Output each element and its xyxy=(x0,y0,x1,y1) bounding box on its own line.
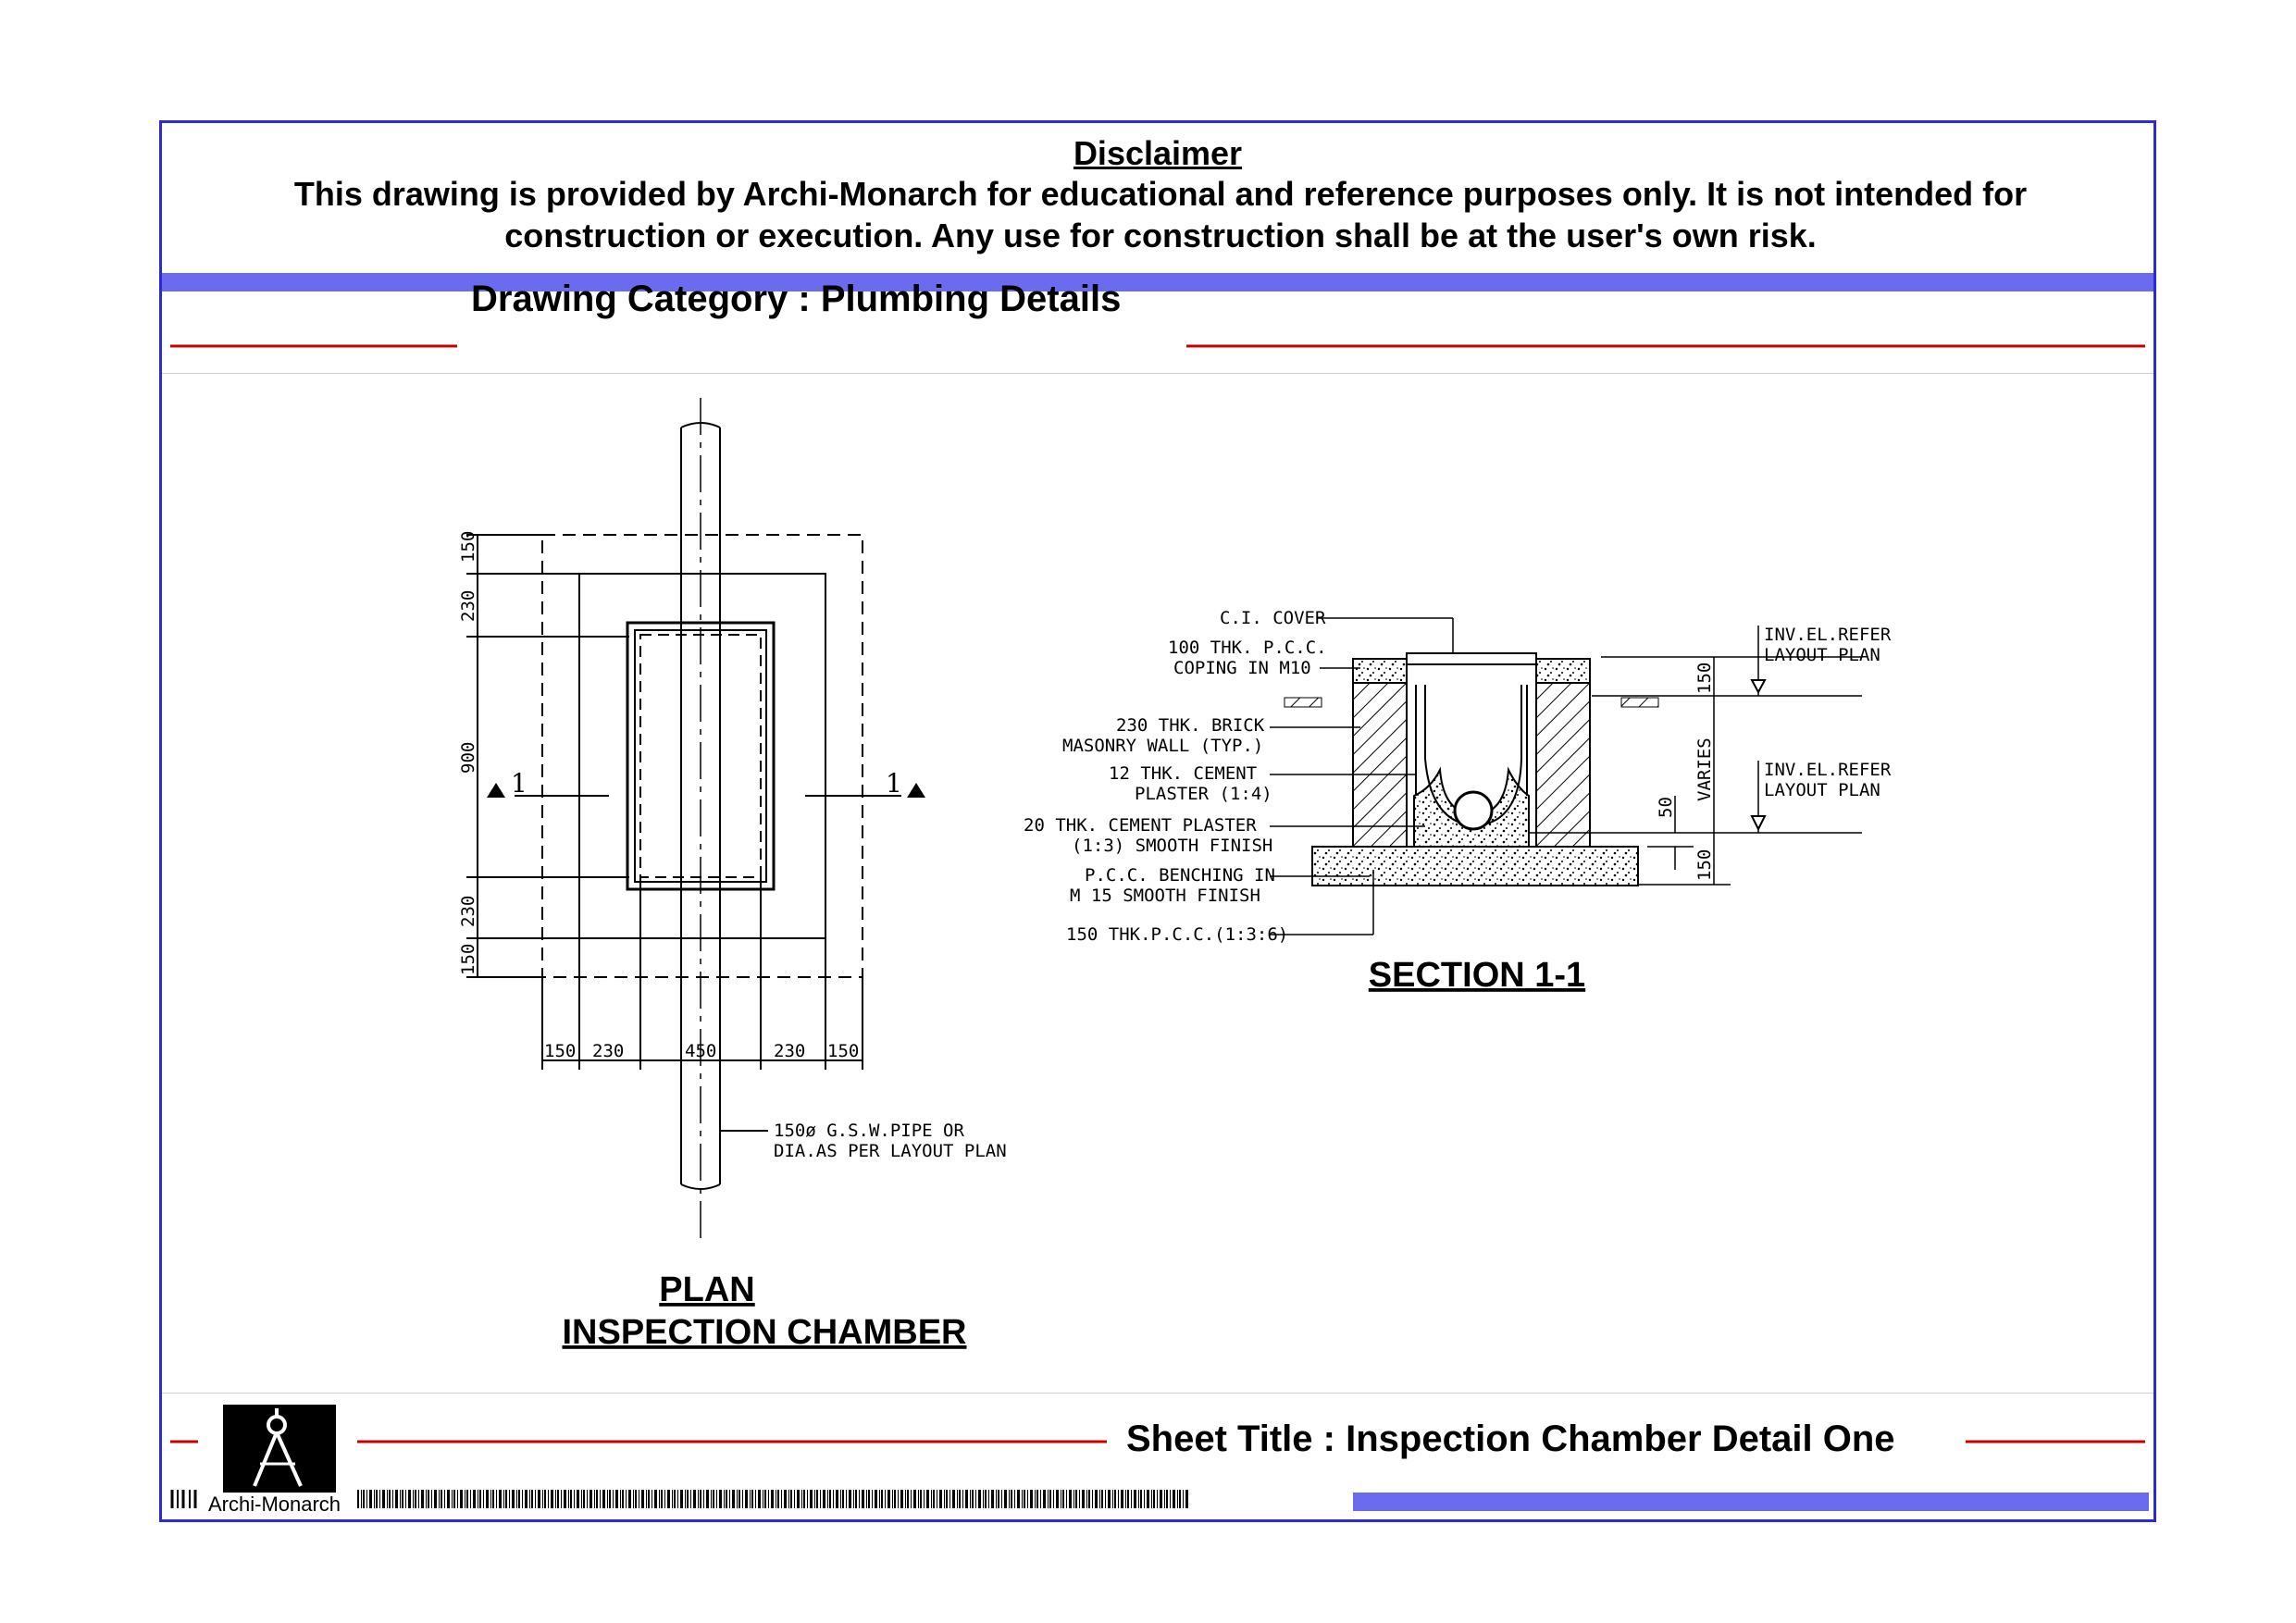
disclaimer-text: This drawing is provided by Archi-Monarc… xyxy=(293,175,2028,254)
label-plaster12-1: 12 THK. CEMENT xyxy=(1109,763,1257,784)
plan-dim-bottom-230-right: 230 xyxy=(774,1041,805,1061)
plan-view xyxy=(466,398,901,1240)
compass-icon xyxy=(253,1408,303,1487)
plan-dim-bottom-230-left: 230 xyxy=(592,1041,624,1061)
label-plaster20-1: 20 THK. CEMENT PLASTER xyxy=(1024,815,1257,836)
footer-divider xyxy=(162,1393,2153,1394)
section-arrow-right xyxy=(907,783,925,798)
section-dim-varies: VARIES xyxy=(1694,737,1715,801)
plan-dim-left-900: 900 xyxy=(458,742,478,774)
section-mark-left: 1 xyxy=(511,768,527,799)
section-dim-bench: 50 xyxy=(1656,797,1676,818)
plan-dim-left-150-top: 150 xyxy=(458,531,478,563)
drawing-sheet: Disclaimer This drawing is provided by A… xyxy=(159,120,2156,1522)
pipe-note-line1: 150ø G.S.W.PIPE OR xyxy=(774,1121,964,1141)
footer-band xyxy=(1353,1493,2149,1511)
plan-dim-bottom-450: 450 xyxy=(685,1041,716,1061)
plan-section-markers xyxy=(487,783,925,798)
header-band xyxy=(162,273,2153,291)
drawing-category: Drawing Category : Plumbing Details xyxy=(471,279,1122,319)
label-inv-bot-2: LAYOUT PLAN xyxy=(1764,780,1880,800)
plan-dim-left-230-top: 230 xyxy=(458,590,478,622)
brand-logo xyxy=(223,1405,336,1493)
label-brick-wall-2: MASONRY WALL (TYP.) xyxy=(1062,736,1263,756)
label-brick-wall-1: 230 THK. BRICK xyxy=(1116,715,1265,736)
section-title: SECTION 1-1 xyxy=(1369,956,1585,995)
label-plaster20-2: (1:3) SMOOTH FINISH xyxy=(1072,836,1272,856)
section-dim-bottom: 150 xyxy=(1694,849,1715,881)
label-pcc-base: 150 THK.P.C.C.(1:3:6) xyxy=(1066,924,1288,945)
label-pcc-coping-1: 100 THK. P.C.C. xyxy=(1168,638,1327,658)
pipe-note-line2: DIA.AS PER LAYOUT PLAN xyxy=(774,1141,1007,1161)
label-pcc-coping-2: COPING IN M10 xyxy=(1173,658,1311,678)
disclaimer-title: Disclaimer xyxy=(1073,134,1243,172)
barcode-strip xyxy=(170,1490,1190,1508)
brand-name: Archi-Monarch xyxy=(208,1493,341,1516)
sheet-title: Sheet Title : Inspection Chamber Detail … xyxy=(1126,1419,1895,1459)
section-dim-top: 150 xyxy=(1694,663,1715,694)
category-accent-lines xyxy=(170,344,2145,1443)
label-plaster12-2: PLASTER (1:4) xyxy=(1135,784,1272,804)
plan-dim-left-230-bottom: 230 xyxy=(458,896,478,927)
plan-dim-bottom-150-right: 150 xyxy=(827,1041,859,1061)
label-benching-2: M 15 SMOOTH FINISH xyxy=(1070,886,1260,906)
label-inv-top-1: INV.EL.REFER xyxy=(1764,625,1892,645)
section-mark-right: 1 xyxy=(886,768,902,799)
section-arrow-left xyxy=(487,783,505,798)
section-view xyxy=(1270,617,1862,935)
label-inv-bot-1: INV.EL.REFER xyxy=(1764,760,1892,780)
category-row xyxy=(162,291,2153,374)
plan-dim-bottom-150-left: 150 xyxy=(544,1041,576,1061)
plan-subtitle: INSPECTION CHAMBER xyxy=(562,1313,966,1352)
disclaimer-block: Disclaimer This drawing is provided by A… xyxy=(162,123,2153,273)
label-ci-cover: C.I. COVER xyxy=(1220,608,1326,628)
label-inv-top-2: LAYOUT PLAN xyxy=(1764,645,1880,665)
plan-dim-left-150-bottom: 150 xyxy=(458,944,478,975)
label-benching-1: P.C.C. BENCHING IN xyxy=(1085,865,1275,886)
plan-title: PLAN xyxy=(659,1270,754,1309)
